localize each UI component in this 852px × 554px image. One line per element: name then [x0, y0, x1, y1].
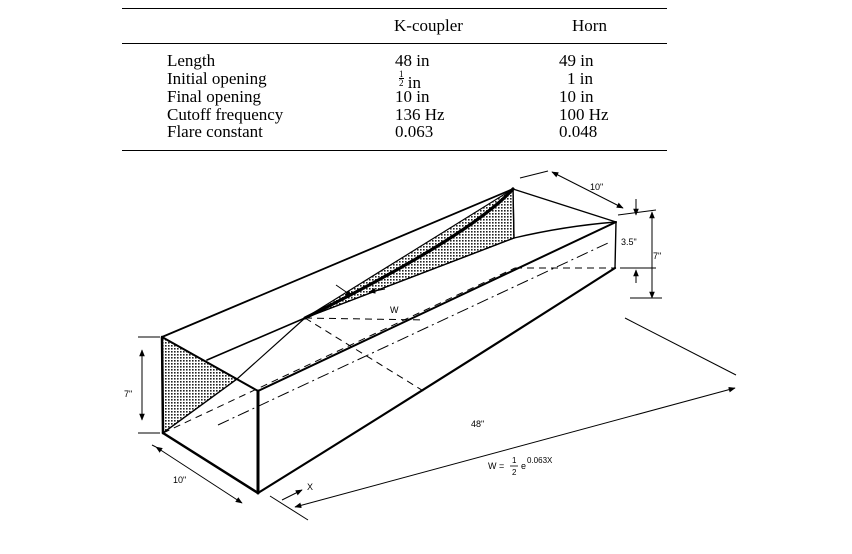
k-coupler-unit: in — [407, 73, 421, 92]
formula-lhs: W = — [488, 461, 504, 471]
dim-height-right-outer: 7" — [653, 251, 661, 261]
row-label: Final opening — [167, 87, 261, 106]
formula-numerator: 1 — [512, 456, 517, 465]
box-outline — [160, 188, 617, 495]
label-x: X — [307, 482, 313, 492]
centerline — [217, 242, 609, 426]
dimension-lines — [138, 170, 737, 521]
flare-formula: W = 1 2 e 0.063X — [488, 456, 553, 477]
k-coupler-value: 136 Hz — [395, 105, 445, 124]
k-coupler-value: 10 in — [395, 87, 430, 106]
row-label: Initial opening — [167, 69, 267, 88]
comparison-table: K-coupler Horn Length 48 in 49 in Initia… — [122, 6, 667, 152]
horn-value: 49 in — [559, 51, 594, 70]
formula-base: e — [521, 461, 526, 471]
row-label: Length — [167, 51, 216, 70]
table-row-cutoff-frequency: Cutoff frequency 136 Hz 100 Hz — [122, 106, 667, 124]
dim-height-left: 7" — [124, 389, 132, 399]
formula-exponent: 0.063X — [527, 456, 553, 465]
table-bottom-rule — [122, 150, 667, 152]
horn-value: 10 in — [559, 87, 594, 106]
k-coupler-value: 0.063 — [395, 122, 434, 141]
k-coupler-value: 48 in — [395, 51, 430, 70]
dim-height-right-inner: 3.5" — [621, 237, 637, 247]
horn-value: 0.048 — [559, 122, 598, 141]
table-row-final-opening: Final opening 10 in 10 in — [122, 88, 667, 106]
label-w: W — [390, 305, 399, 315]
header-k-coupler: K-coupler — [394, 16, 463, 35]
formula-denominator: 2 — [512, 468, 517, 477]
row-label: Cutoff frequency — [167, 105, 284, 124]
dim-width-left: 10" — [173, 475, 186, 485]
horn-value: 1 in — [567, 69, 593, 88]
dim-length: 48" — [471, 419, 484, 429]
header-horn: Horn — [572, 16, 607, 35]
table-header-rule — [122, 43, 667, 44]
top-shaded-face — [304, 187, 515, 319]
table-top-rule — [122, 8, 667, 10]
dimension-labels: 10" 3.5" 7" 7" 10" 48" W X — [124, 182, 661, 492]
row-label: Flare constant — [167, 122, 263, 141]
table-row-flare-constant: Flare constant 0.063 0.048 — [122, 123, 667, 141]
horn-value: 100 Hz — [559, 105, 609, 124]
table-row-length: Length 48 in 49 in — [122, 52, 667, 70]
dim-width-right: 10" — [590, 182, 603, 192]
hidden-lines — [162, 267, 615, 434]
horn-flare — [206, 187, 617, 495]
